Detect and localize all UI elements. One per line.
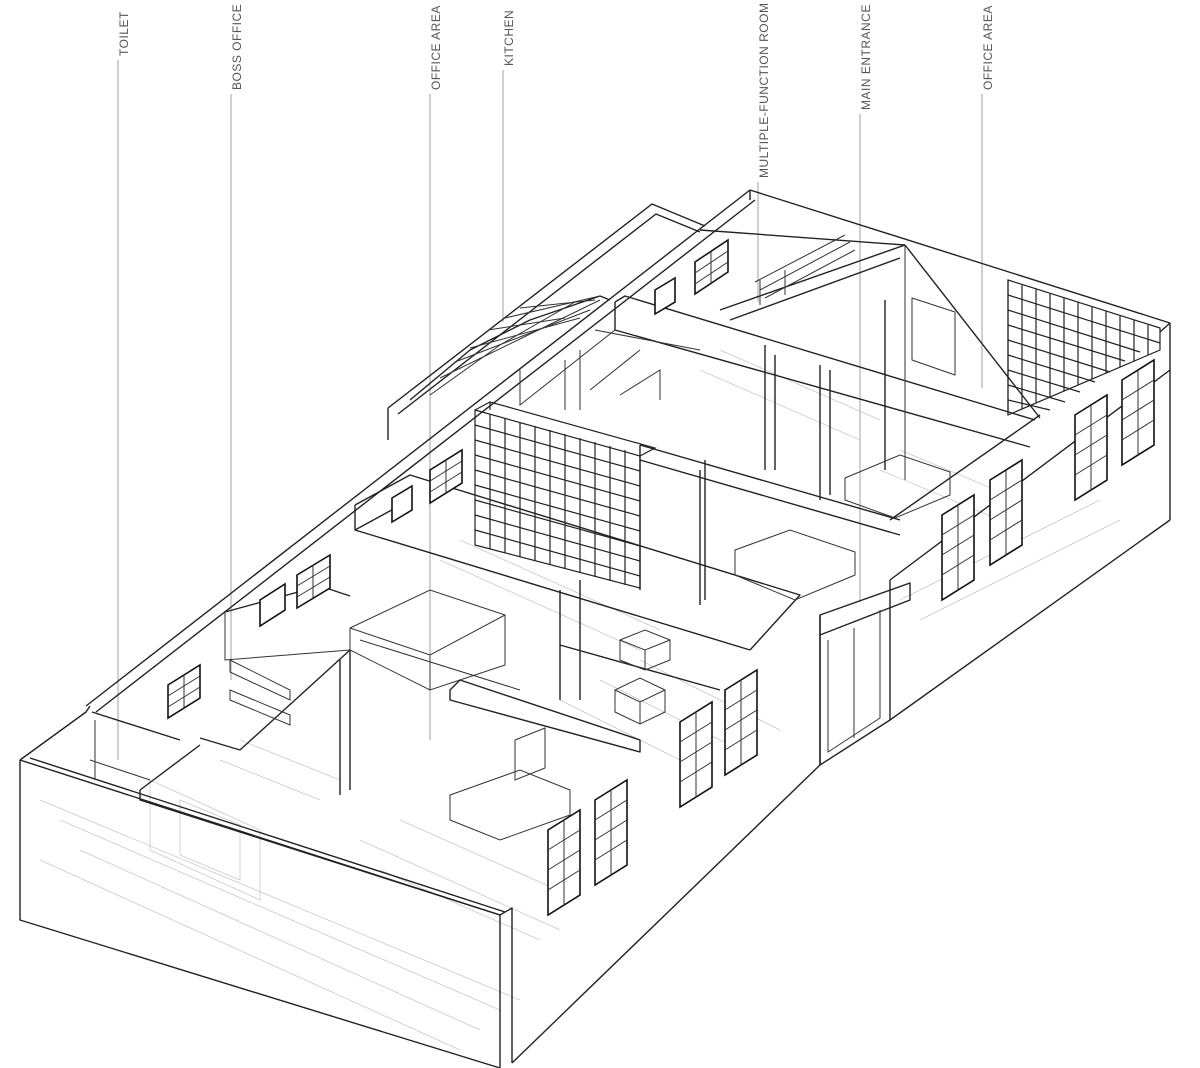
label-main-entrance: MAIN ENTRANCE: [859, 4, 873, 110]
window-front-8: [1121, 358, 1155, 467]
label-office-area-left: OFFICE AREA: [429, 5, 443, 90]
kitchen-skylight: [409, 295, 611, 401]
label-kitchen: KITCHEN: [502, 10, 516, 66]
label-toilet: TOILET: [117, 11, 131, 56]
window-back-small-2: [391, 484, 413, 524]
window-front-1: [547, 808, 581, 917]
building-envelope: [19, 189, 1171, 1068]
label-boss-office: BOSS OFFICE: [230, 4, 244, 90]
window-front-3: [679, 700, 713, 809]
window-front-6: [989, 458, 1023, 567]
window-back-small-1: [259, 582, 286, 628]
room-labels: TOILET BOSS OFFICE OFFICE AREA KITCHEN M…: [117, 3, 995, 760]
window-front-2: [594, 778, 628, 887]
window-front-7: [1074, 393, 1108, 502]
furniture-solid: [229, 454, 951, 841]
window-back-small-3: [654, 276, 676, 316]
window-back-2: [296, 553, 331, 610]
label-multiple-function-room: MULTIPLE-FUNCTION ROOM: [757, 3, 771, 178]
window-back-1: [167, 663, 201, 720]
window-front-4: [724, 668, 758, 777]
windows: [167, 238, 1155, 917]
window-back-3: [429, 448, 463, 505]
door-office-area-right: [911, 297, 956, 376]
shelving-grid-center: [474, 401, 657, 589]
window-front-5: [941, 493, 975, 602]
shelving-grid-right: [1007, 279, 1161, 416]
window-back-4: [694, 238, 729, 296]
label-office-area-right: OFFICE AREA: [981, 5, 995, 90]
